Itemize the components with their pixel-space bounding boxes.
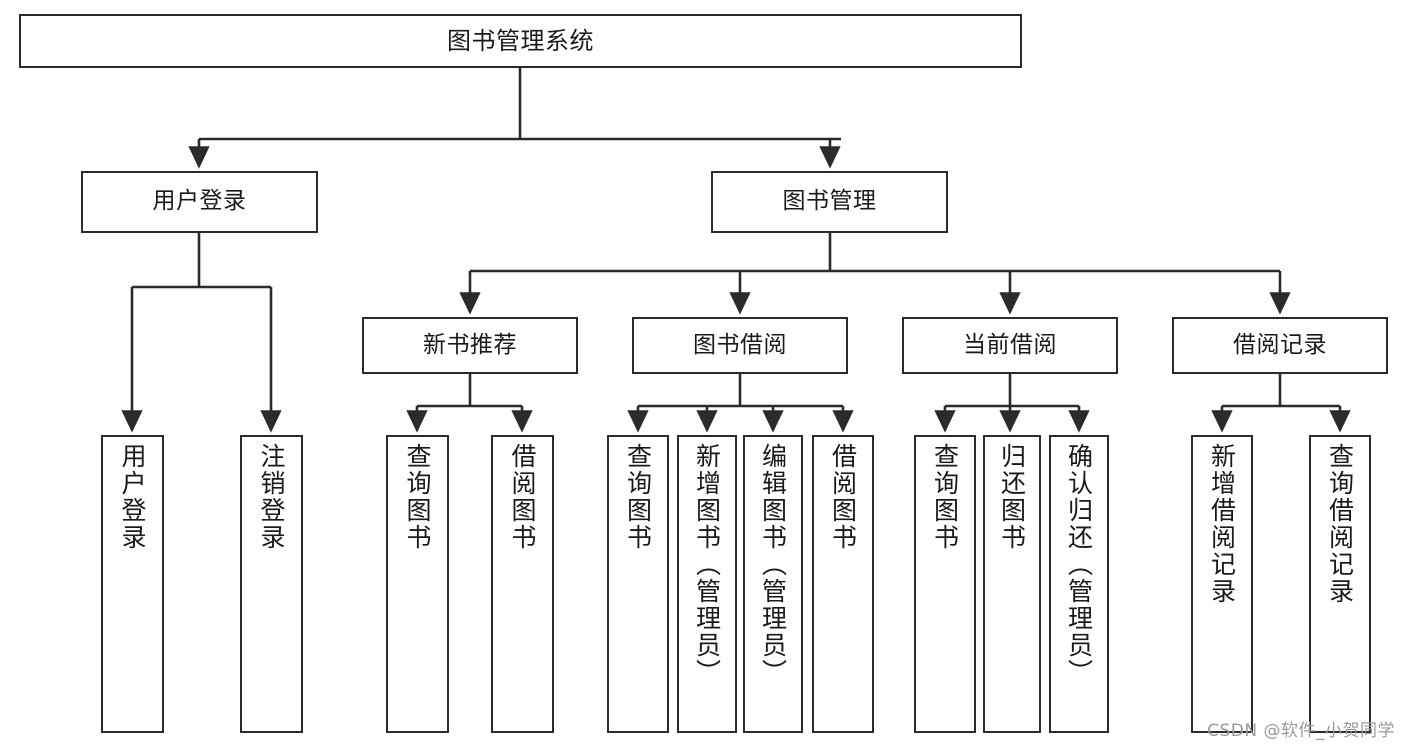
leaf-current-query-book[interactable]: 查询图书 bbox=[914, 435, 976, 733]
leaf-borrow-add-book-admin[interactable]: 新增图书（管理员） bbox=[677, 435, 737, 733]
node-label: 查询图书 bbox=[930, 443, 960, 551]
leaf-user-login-signin[interactable]: 用户登录 bbox=[101, 435, 164, 733]
node-label: 图书管理系统 bbox=[447, 26, 594, 55]
leaf-borrow-query-book[interactable]: 查询图书 bbox=[607, 435, 669, 733]
leaf-borrow-borrow-book[interactable]: 借阅图书 bbox=[812, 435, 874, 733]
node-new-book-recommend[interactable]: 新书推荐 bbox=[362, 317, 578, 374]
node-book-management[interactable]: 图书管理 bbox=[711, 171, 948, 233]
node-label: 借阅记录 bbox=[1233, 331, 1327, 358]
leaf-record-add-borrow-record[interactable]: 新增借阅记录 bbox=[1191, 435, 1253, 733]
node-label: 查询图书 bbox=[623, 443, 653, 551]
node-borrow-record[interactable]: 借阅记录 bbox=[1172, 317, 1388, 374]
node-root-system[interactable]: 图书管理系统 bbox=[19, 14, 1022, 68]
node-label: 借阅图书 bbox=[508, 443, 537, 551]
node-label: 归还图书 bbox=[997, 443, 1027, 551]
leaf-current-confirm-return-admin[interactable]: 确认归还（管理员） bbox=[1049, 435, 1109, 733]
node-label: 编辑图书（管理员） bbox=[758, 443, 788, 686]
leaf-recommend-query-book[interactable]: 查询图书 bbox=[386, 435, 449, 733]
node-label: 新增借阅记录 bbox=[1207, 443, 1237, 605]
leaf-record-query-borrow-record[interactable]: 查询借阅记录 bbox=[1309, 435, 1371, 733]
leaf-borrow-edit-book-admin[interactable]: 编辑图书（管理员） bbox=[743, 435, 803, 733]
node-label: 用户登录 bbox=[118, 443, 147, 551]
node-label: 新增图书（管理员） bbox=[692, 443, 722, 686]
csdn-watermark: CSDN @软件_小贺同学 bbox=[1207, 721, 1395, 741]
node-label: 借阅图书 bbox=[828, 443, 858, 551]
node-label: 图书管理 bbox=[782, 188, 877, 215]
node-label: 确认归还（管理员） bbox=[1064, 443, 1094, 686]
node-label: 当前借阅 bbox=[963, 331, 1057, 358]
node-current-borrow[interactable]: 当前借阅 bbox=[902, 317, 1118, 374]
node-user-login[interactable]: 用户登录 bbox=[81, 171, 318, 233]
leaf-current-return-book[interactable]: 归还图书 bbox=[983, 435, 1041, 733]
node-label: 注销登录 bbox=[257, 443, 286, 551]
node-label: 图书借阅 bbox=[693, 331, 787, 358]
leaf-recommend-borrow-book[interactable]: 借阅图书 bbox=[491, 435, 554, 733]
leaf-user-login-signout[interactable]: 注销登录 bbox=[240, 435, 303, 733]
node-label: 查询借阅记录 bbox=[1325, 443, 1355, 605]
node-label: 查询图书 bbox=[403, 443, 432, 551]
node-label: 用户登录 bbox=[152, 188, 247, 215]
node-book-borrow[interactable]: 图书借阅 bbox=[632, 317, 848, 374]
node-label: 新书推荐 bbox=[423, 331, 517, 358]
